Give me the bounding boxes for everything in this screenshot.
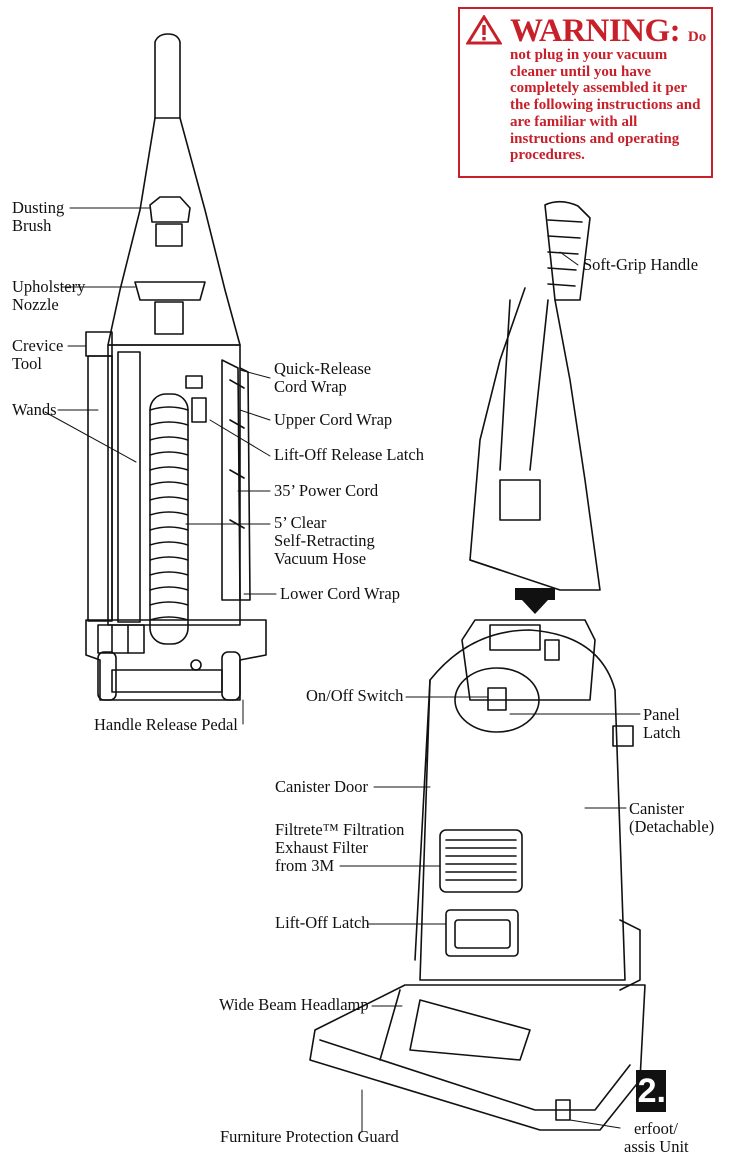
left-leader-lines <box>44 207 277 725</box>
label-line: from 3M <box>275 856 335 875</box>
label-line: Latch <box>643 723 681 742</box>
label-lift-off-release-latch: Lift-Off Release Latch <box>274 445 424 464</box>
label-crevice-tool: Crevice Tool <box>12 337 63 373</box>
warning-title: WARNING: <box>510 13 681 49</box>
label-upper-cord-wrap: Upper Cord Wrap <box>274 410 393 429</box>
label-lower-cord-wrap: Lower Cord Wrap <box>280 584 400 603</box>
label-line: Crevice <box>12 336 64 355</box>
assembly-arrow <box>515 588 555 614</box>
label-line: Filtrete™ Filtration <box>275 820 405 839</box>
label-wands: Wands <box>12 400 57 419</box>
right-leader-lines <box>339 251 641 1133</box>
label-soft-grip-handle: Soft-Grip Handle <box>583 255 699 274</box>
label-power-cord: 35’ Power Cord <box>274 481 379 500</box>
label-canister-door: Canister Door <box>275 777 369 796</box>
canister-assembly <box>309 619 646 1131</box>
label-line: Dusting <box>12 198 65 217</box>
label-panel-latch: Panel Latch <box>643 706 681 742</box>
label-on-off-switch: On/Off Switch <box>306 686 404 705</box>
label-dusting-brush: Dusting Brush <box>12 199 64 235</box>
label-powerfoot-chassis: erfoot/ assis Unit <box>624 1120 689 1156</box>
label-line: (Detachable) <box>629 817 715 836</box>
label-line: erfoot/ <box>634 1119 678 1138</box>
label-line: Canister <box>629 799 684 818</box>
label-vacuum-hose: 5’ Clear Self-Retracting Vacuum Hose <box>274 514 375 568</box>
label-line: Cord Wrap <box>274 377 347 396</box>
label-canister: Canister (Detachable) <box>629 800 714 836</box>
rear-view-vacuum <box>85 33 267 701</box>
label-wide-beam-headlamp: Wide Beam Headlamp <box>219 995 369 1014</box>
warning-title-tail: Do <box>687 29 707 45</box>
label-line: Exhaust Filter <box>275 838 369 857</box>
warning-body: not plug in your vacuum cleaner until yo… <box>510 47 701 164</box>
label-line: Vacuum Hose <box>274 549 367 568</box>
label-quick-release-cord-wrap: Quick-Release Cord Wrap <box>274 360 371 396</box>
label-line: Self-Retracting <box>274 531 375 550</box>
label-line: Quick-Release <box>274 359 372 378</box>
warning-triangle-icon <box>466 15 502 45</box>
label-line: Tool <box>12 354 43 373</box>
warning-title-line: WARNING: Do <box>510 13 706 55</box>
label-line: Upholstery <box>12 277 86 296</box>
label-handle-release-pedal: Handle Release Pedal <box>94 715 238 734</box>
page-number: 2. <box>636 1070 666 1112</box>
label-lift-off-latch: Lift-Off Latch <box>275 913 370 932</box>
label-line: assis Unit <box>624 1137 689 1156</box>
label-line: Nozzle <box>12 295 59 314</box>
warning-box: WARNING: Do not plug in your vacuum clea… <box>458 7 713 178</box>
handle-assembly <box>469 200 601 591</box>
label-line: Panel <box>643 705 680 724</box>
label-line: Brush <box>12 216 52 235</box>
label-line: 5’ Clear <box>274 513 327 532</box>
label-filtrete-filter: Filtrete™ Filtration Exhaust Filter from… <box>275 821 404 875</box>
label-furniture-protection-guard: Furniture Protection Guard <box>220 1127 399 1146</box>
label-upholstery-nozzle: Upholstery Nozzle <box>12 278 85 314</box>
